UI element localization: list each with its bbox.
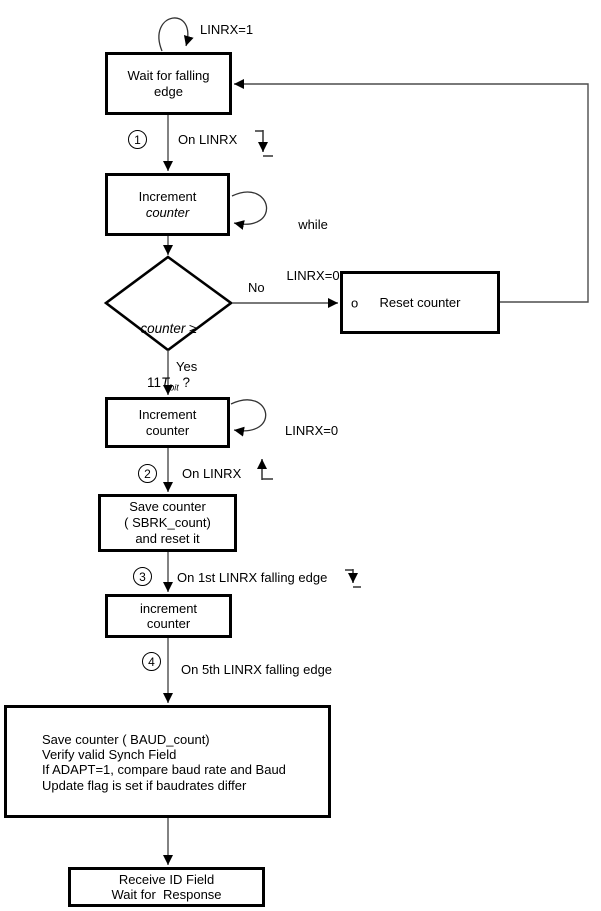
label-on-5th-falling-edge: On 5th LINRX falling edge — [181, 662, 333, 677]
node-increment-counter-2: Increment counter — [105, 397, 230, 448]
node-text: Save counter ( BAUD_count) — [42, 732, 210, 747]
node-text: Save counter — [129, 499, 206, 514]
decision-number: 11 — [146, 375, 161, 390]
decision-ge-operator: ≥ — [185, 321, 197, 336]
node-receive-id-field: Receive ID Field Wait for Response — [68, 867, 265, 907]
falling-edge-icon — [345, 569, 361, 588]
decision-tbit-symbol: T — [160, 375, 170, 390]
bullet-marker: o — [351, 295, 359, 310]
self-loop-wait-arrow — [158, 17, 194, 52]
label-on-linrx-falling: On LINRX — [178, 132, 238, 147]
node-text: counter — [145, 204, 190, 220]
node-save-sbrk-count: Save counter ( SBRK_count) and reset it — [98, 494, 237, 552]
label-yes-branch: Yes — [176, 359, 198, 374]
decision-question-mark: ? — [178, 375, 191, 390]
label-on-1st-falling-edge: On 1st LINRX falling edge — [177, 570, 328, 585]
node-decision-counter-threshold: counter ≥ 11Tbit ? — [106, 284, 231, 433]
decision-counter-word: counter — [140, 321, 186, 336]
node-save-baud-count: Save counter ( BAUD_count) Verify valid … — [4, 705, 331, 818]
rising-edge-icon — [257, 459, 273, 480]
label-on-linrx-rising: On LINRX — [182, 466, 242, 481]
node-text: If ADAPT=1, compare baud rate and Baud — [42, 762, 286, 778]
node-text: Increment — [138, 188, 197, 204]
node-text: counter — [145, 422, 190, 438]
label-line: LINRX=0 — [286, 268, 340, 283]
node-text: and reset it — [135, 531, 200, 546]
label-loop-linrx0: LINRX=0 — [285, 423, 339, 438]
self-loop-increment2-arrow — [230, 399, 267, 437]
node-text: Wait for falling — [127, 67, 210, 83]
step-3-circle: 3 — [133, 567, 152, 586]
node-reset-counter: o Reset counter — [340, 271, 500, 334]
node-text: Wait for Response — [111, 887, 222, 902]
step-1-circle: 1 — [128, 130, 147, 149]
node-text: Receive ID Field — [118, 872, 215, 887]
label-line: while — [298, 217, 328, 232]
step-2-circle: 2 — [138, 464, 157, 483]
node-text: Increment — [138, 406, 197, 422]
falling-edge-icon — [255, 130, 273, 157]
node-wait-falling-edge: Wait for falling edge — [105, 52, 232, 115]
step-4-circle: 4 — [142, 652, 161, 671]
node-text: edge — [154, 83, 183, 99]
decision-line-2: 11Tbit ? — [106, 374, 231, 397]
node-text: counter — [146, 616, 191, 631]
label-while-linrx0: while LINRX=0 — [280, 182, 346, 318]
self-loop-increment1-arrow — [231, 191, 268, 230]
decision-line-1: counter ≥ — [106, 320, 231, 338]
node-increment-counter-1: Increment counter — [105, 173, 230, 236]
label-no-branch: No — [248, 280, 265, 295]
decision-tbit-subscript: bit — [169, 382, 179, 393]
node-text: Verify valid Synch Field — [42, 747, 177, 763]
node-text: ( SBRK_count) — [124, 515, 211, 530]
node-increment-counter-3: increment counter — [105, 594, 232, 638]
node-text: Reset counter — [379, 295, 461, 310]
node-text: increment — [139, 601, 198, 616]
label-top-loop-linrx1: LINRX=1 — [200, 22, 254, 37]
connector-reset-to-wait-feedback — [234, 79, 589, 303]
node-text: Update flag is set if baudrates differ — [42, 777, 247, 793]
